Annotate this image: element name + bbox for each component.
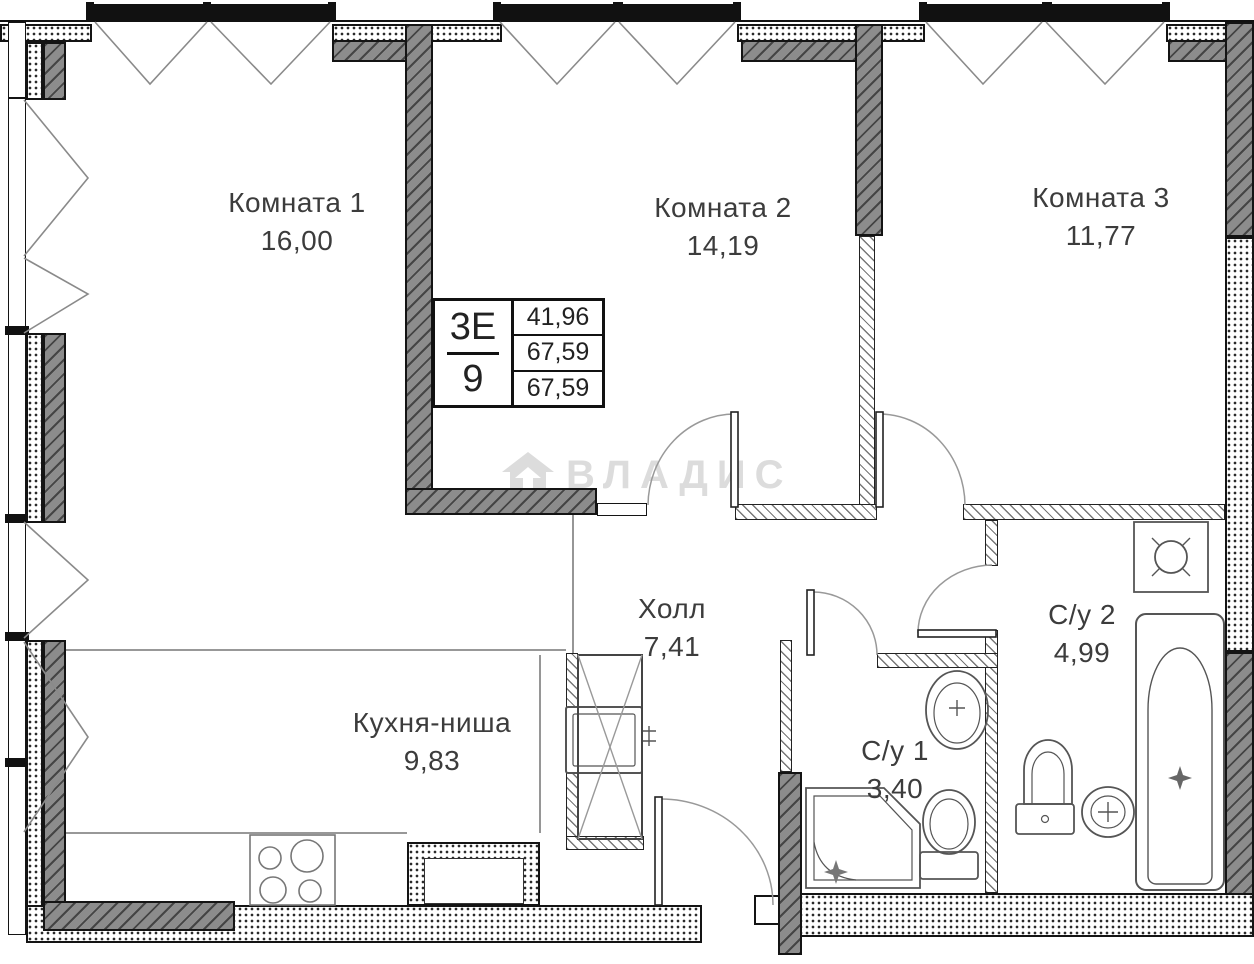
window-tick [733,2,741,20]
room-name: Комната 1 [228,187,366,218]
exterior-wall [741,40,882,62]
washing-machine-icon [1133,521,1209,593]
room-label-wc1: С/у 1 3,40 [861,732,929,808]
interior-wall [405,488,597,515]
exterior-wall [43,333,66,523]
window-tick [1162,2,1170,20]
exterior-wall [1225,652,1254,937]
window-bar [90,4,332,20]
stamp-type-cell: 3Е 9 [432,298,514,408]
partition-wall [877,653,998,668]
partition-wall [985,630,998,893]
glazing-tick [5,632,29,641]
stamp-area-row: 67,59 [526,373,590,402]
stamp-number: 9 [462,357,484,400]
partition-wall [985,520,998,566]
stamp-area-row: 41,96 [514,301,602,337]
room-area: 11,77 [1065,220,1137,251]
room-area: 7,41 [643,631,701,662]
stamp-type: 3Е [449,305,497,348]
exterior-wall [43,640,66,937]
exterior-wall [26,42,43,100]
plan-stamp: 3Е 9 41,96 67,59 67,59 [432,298,605,408]
partition-wall [780,640,792,772]
partition-wall [566,836,644,850]
partition-wall [735,504,877,520]
partition-wall [859,236,875,506]
room-name: Холл [638,593,706,624]
window-tick [203,2,211,20]
bathroom-sink-icon [1081,786,1135,838]
interior-wall [778,772,802,955]
room-area: 4,99 [1053,637,1111,668]
fraction-line [447,351,499,355]
room-label-komnata-3: Комната 3 11,77 [1032,179,1170,255]
exterior-wall [26,640,43,937]
room-area: 14,19 [686,230,760,261]
balcony-glazing [8,22,26,98]
wall-lintel [597,503,647,516]
room-label-komnata-1: Комната 1 16,00 [228,184,366,260]
room-area: 16,00 [260,225,334,256]
partition-wall [566,653,578,839]
watermark-text: ВЛАДИС [566,452,793,497]
exterior-wall [26,333,43,523]
window-tick [493,2,501,20]
kitchen-sink-icon [565,706,656,774]
kitchen-counter [66,515,574,834]
toilet-icon [1015,739,1075,835]
room-label-komnata-2: Комната 2 14,19 [654,189,792,265]
window-tick [1042,2,1052,20]
exterior-wall [1225,22,1254,237]
interior-wall [855,24,883,236]
exterior-wall [1225,237,1254,652]
stamp-area-row: 67,59 [514,336,602,372]
stamp-areas: 41,96 67,59 67,59 [514,298,605,408]
room-area: 3,40 [866,773,924,804]
partition-wall [963,504,1225,520]
room-name: С/у 1 [861,735,929,766]
house-logo-icon [502,452,554,498]
window-tick [328,2,336,20]
wall-pier-inner [424,858,524,904]
room-name: Комната 2 [654,192,792,223]
room-name: С/у 2 [1048,599,1116,630]
room-name: Комната 3 [1032,182,1170,213]
window-tick [613,2,623,20]
interior-wall [405,24,433,490]
room-label-kitchen: Кухня-ниша 9,83 [353,704,511,780]
room-label-wc2: С/у 2 4,99 [1048,596,1116,672]
window-tick [86,2,94,20]
glazing-tick [5,758,29,767]
stove-icon [249,834,336,906]
room-label-hall: Холл 7,41 [638,590,706,666]
window-tick [919,2,927,20]
glazing-tick [5,514,29,523]
vent-shaft-icon [577,654,643,840]
top-wall-line [0,20,1254,22]
glazing-tick [5,326,29,335]
exterior-wall [785,893,1254,937]
exterior-wall [43,901,235,931]
room-name: Кухня-ниша [352,707,512,738]
room-area: 9,83 [403,745,461,776]
exterior-wall [43,42,66,100]
bathroom-sink-icon [925,670,989,750]
bathtub-icon [1135,613,1225,891]
